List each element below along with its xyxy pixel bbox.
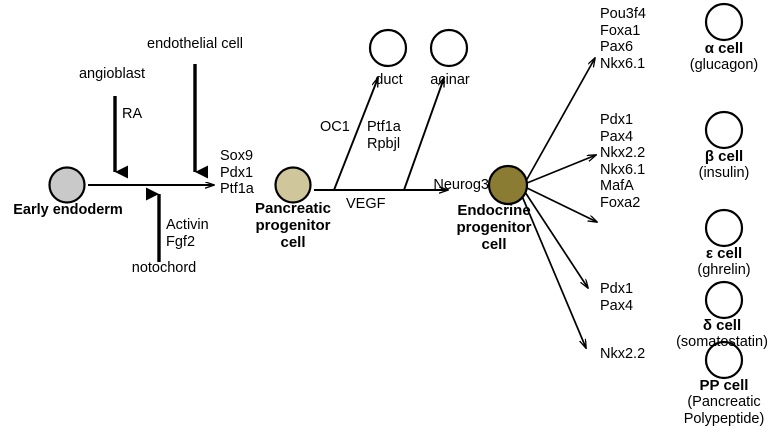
endocrine-progenitor-line1: Endocrine	[457, 202, 531, 219]
activin-fgf2-label: Activin Fgf2	[166, 217, 209, 250]
alpha-cell-name: α cell	[704, 40, 744, 57]
epsilon-cell-label: ε cell (ghrelin)	[667, 245, 777, 279]
pp-cell-circle	[704, 340, 744, 380]
acinar-label: acinar	[430, 72, 470, 88]
delta-cell-label: δ cell (somatostatin)	[655, 317, 777, 351]
acinar-circle	[429, 28, 469, 68]
arrow-to-epsilon-cell	[526, 187, 597, 222]
oc1-label: OC1	[320, 119, 350, 135]
early-endoderm-circle	[48, 166, 86, 204]
delta-cell-circle	[704, 280, 744, 320]
alpha-cell-circle	[704, 2, 744, 42]
neurog3-label: Neurog3	[433, 177, 489, 193]
beta-cell-name: β cell	[704, 148, 744, 165]
endothelial-cell-label: endothelial cell	[147, 36, 243, 52]
pancreatic-progenitor-line3: cell	[280, 234, 306, 251]
arrow-to-alpha-cell	[525, 58, 595, 182]
pp-cell-name: PP cell	[699, 377, 749, 394]
delta-cell-name: δ cell	[702, 317, 742, 334]
pancreatic-progenitor-genes: Sox9 Pdx1 Ptf1a	[220, 148, 254, 197]
beta-cell-circle	[704, 110, 744, 150]
pp-cell-genes: Nkx2.2	[600, 346, 646, 362]
pp-cell-label: PP cell (Pancreatic Polypeptide)	[662, 377, 777, 427]
arrow-branch-duct	[333, 78, 378, 191]
vegf-label: VEGF	[346, 196, 386, 212]
delta-cell-genes: Pdx1 Pax4	[600, 281, 634, 314]
endocrine-progenitor-label: Endocrine progenitor cell	[429, 202, 559, 253]
alpha-cell-hormone: (glucagon)	[689, 57, 759, 73]
delta-cell-hormone: (somatostatin)	[676, 334, 768, 350]
arrow-to-beta-cell	[526, 155, 596, 184]
beta-cell-genes: Pdx1 Pax4 Nkx2.2 Nkx6.1 MafA Foxa2	[600, 112, 646, 211]
beta-cell-label: β cell (insulin)	[667, 148, 777, 182]
notochord-label: notochord	[131, 260, 197, 276]
endocrine-progenitor-line2: progenitor	[456, 219, 532, 236]
alpha-cell-label: α cell (glucagon)	[667, 40, 777, 74]
duct-label: duct	[375, 72, 403, 88]
early-endoderm-label: Early endoderm	[13, 202, 123, 218]
angioblast-label: angioblast	[78, 66, 146, 82]
endocrine-progenitor-circle	[487, 164, 529, 206]
epsilon-cell-name: ε cell	[705, 245, 743, 262]
alpha-cell-genes: Pou3f4 Foxa1 Pax6 Nkx6.1	[600, 6, 646, 72]
ra-label: RA	[122, 106, 143, 122]
beta-cell-hormone: (insulin)	[698, 165, 750, 181]
pp-cell-hormone: (Pancreatic Polypeptide)	[683, 394, 765, 427]
arrow-to-delta-cell	[524, 191, 588, 288]
epsilon-cell-circle	[704, 208, 744, 248]
pancreatic-progenitor-line1: Pancreatic	[255, 200, 331, 217]
epsilon-cell-hormone: (ghrelin)	[697, 262, 751, 278]
endocrine-progenitor-line3: cell	[481, 236, 507, 253]
pancreatic-progenitor-line2: progenitor	[255, 217, 331, 234]
ptf1a-rpbjl-label: Ptf1a Rpbjl	[367, 119, 401, 152]
pancreatic-progenitor-circle	[274, 166, 312, 204]
arrow-branch-acinar	[403, 78, 445, 191]
pancreatic-progenitor-label: Pancreatic progenitor cell	[228, 200, 358, 251]
duct-circle	[368, 28, 408, 68]
arrow-to-pp-cell	[521, 195, 586, 348]
